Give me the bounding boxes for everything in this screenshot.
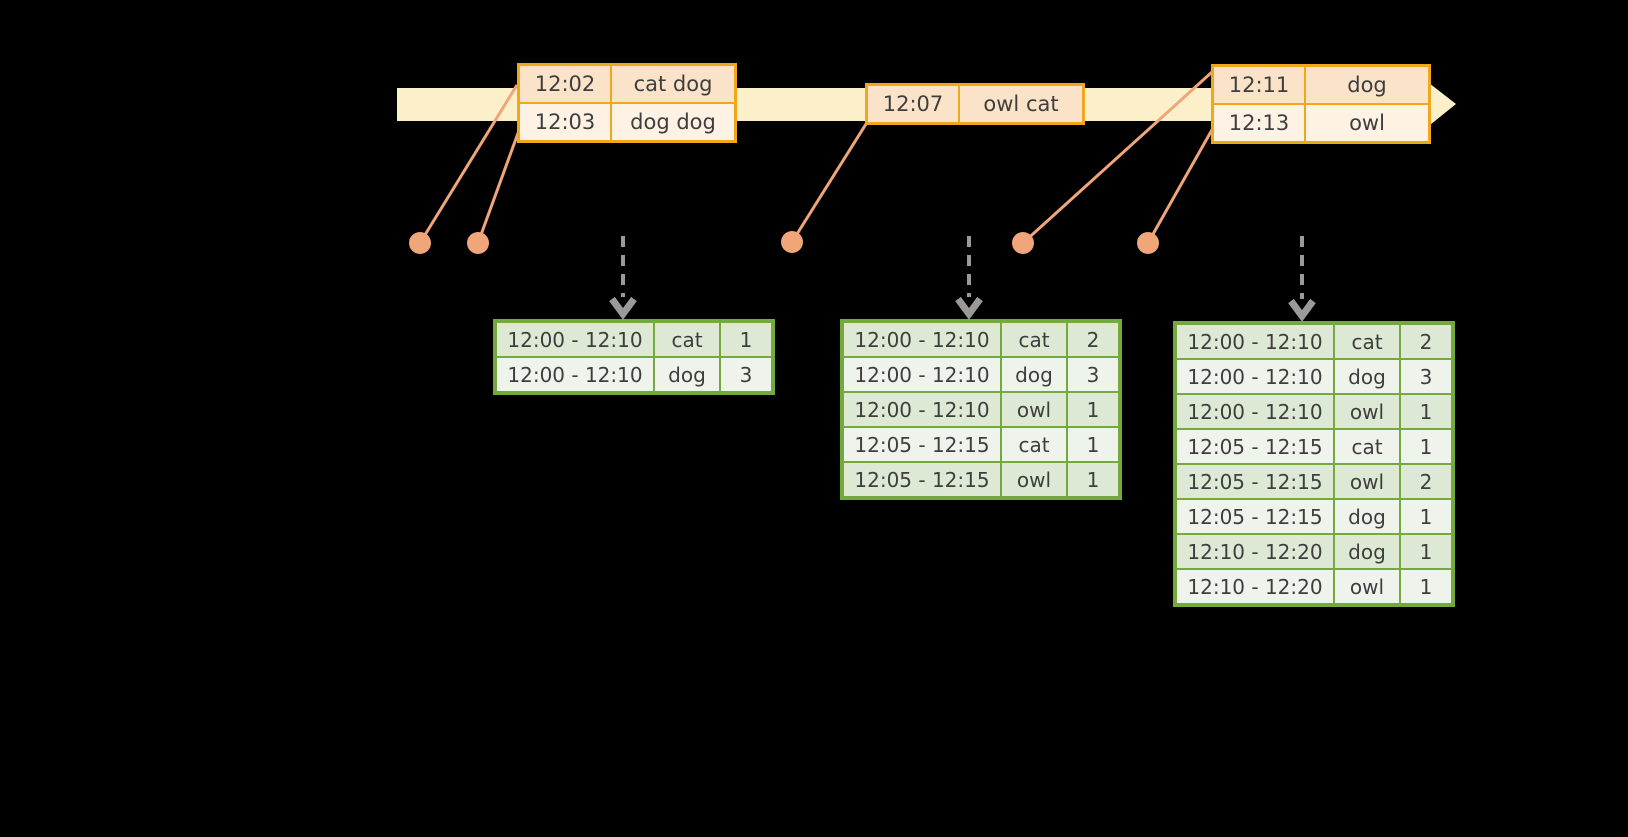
table-cell: 12:05 - 12:15 [1174,463,1335,500]
table-cell: 3 [719,356,774,394]
event-connector-line [1146,127,1215,244]
table-cell: owl [1333,568,1401,606]
table-cell: 1 [1399,428,1454,465]
table-cell: dog [653,356,721,394]
event-dot [409,232,431,254]
event-dot [467,232,489,254]
table-cell: cat [1333,322,1401,360]
event-dot [781,231,803,253]
table-cell: cat [1333,428,1401,465]
table-cell: dog dog [610,102,737,143]
table-cell: cat dog [610,63,737,104]
table-cell: dog [1333,533,1401,570]
table-cell: dog [1304,64,1431,105]
result-trigger-arrow [609,236,637,320]
table-cell: 12:05 - 12:15 [1174,428,1335,465]
event-dot [1137,232,1159,254]
table-cell: 1 [1399,498,1454,535]
event-dot [1012,232,1034,254]
result-trigger-arrow [955,236,983,320]
arrow-head-icon [1288,298,1316,322]
table-cell: 12:13 [1211,103,1306,144]
arrow-head-icon [609,296,637,320]
table-cell: 12:00 - 12:10 [494,320,655,358]
table-cell: 12:00 - 12:10 [841,320,1002,358]
table-cell: 1 [1399,393,1454,430]
table-cell: 12:07 [865,83,960,125]
arrow-head-icon [955,296,983,320]
table-cell: owl cat [958,83,1085,125]
table-cell: owl [1333,393,1401,430]
result-trigger-arrow [1288,236,1316,322]
table-cell: owl [1304,103,1431,144]
table-cell: dog [1333,358,1401,395]
table-cell: 12:03 [517,102,612,143]
table-cell: 12:02 [517,63,612,104]
table-cell: 3 [1066,356,1121,393]
table-cell: 1 [1066,461,1121,499]
event-connector-line [790,123,868,243]
table-cell: 12:00 - 12:10 [841,356,1002,393]
table-cell: 2 [1399,463,1454,500]
table-cell: cat [653,320,721,358]
table-cell: 12:00 - 12:10 [841,391,1002,428]
table-cell: 1 [1399,533,1454,570]
table-cell: 12:05 - 12:15 [1174,498,1335,535]
table-cell: owl [1333,463,1401,500]
table-cell: 12:00 - 12:10 [1174,322,1335,360]
table-cell: 12:11 [1211,64,1306,105]
table-cell: 2 [1066,320,1121,358]
table-cell: 12:10 - 12:20 [1174,568,1335,606]
table-cell: dog [1000,356,1068,393]
table-cell: cat [1000,426,1068,463]
table-cell: 1 [1399,568,1454,606]
table-cell: 12:00 - 12:10 [1174,393,1335,430]
table-cell: 12:05 - 12:15 [841,461,1002,499]
table-cell: 12:00 - 12:10 [494,356,655,394]
event-connector-line [476,124,523,244]
table-cell: 1 [719,320,774,358]
table-cell: 1 [1066,391,1121,428]
table-cell: 12:00 - 12:10 [1174,358,1335,395]
table-cell: cat [1000,320,1068,358]
event-connector-line [1021,70,1214,245]
table-cell: 12:05 - 12:15 [841,426,1002,463]
table-cell: owl [1000,461,1068,499]
event-connector-line [418,84,519,244]
table-cell: owl [1000,391,1068,428]
table-cell: 3 [1399,358,1454,395]
table-cell: 2 [1399,322,1454,360]
table-cell: dog [1333,498,1401,535]
table-cell: 12:10 - 12:20 [1174,533,1335,570]
table-cell: 1 [1066,426,1121,463]
